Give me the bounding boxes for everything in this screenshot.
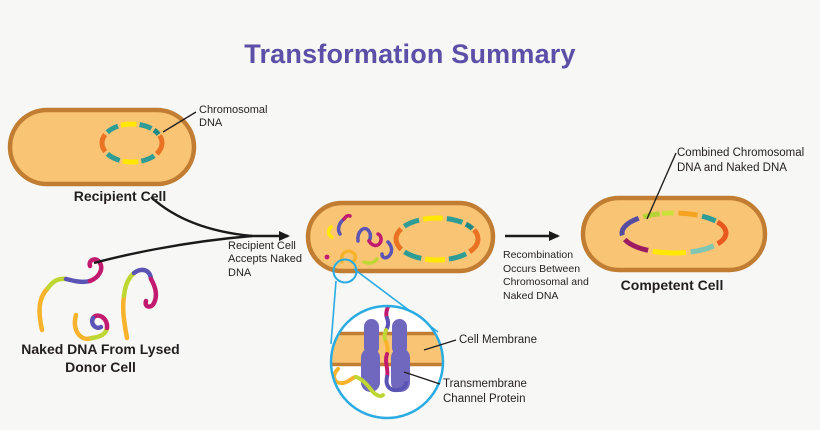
chromosomal-dna-ring-middle	[393, 215, 481, 263]
naked-dna-label-line1: Naked DNA From Lysed	[21, 341, 180, 357]
transmembrane-channel-protein	[361, 319, 410, 392]
cell-membrane-label: Cell Membrane	[459, 334, 537, 346]
step2-caption: Recombination Occurs Between Chromosomal…	[503, 249, 589, 302]
arrow-from-recipient-cell	[150, 196, 253, 238]
naked-dna-label: Naked DNA From Lysed Donor Cell	[18, 341, 183, 376]
dna-inside-cell	[332, 367, 385, 398]
transmembrane-pointer	[403, 371, 441, 385]
recipient-cell-label: Recipient Cell	[73, 188, 167, 204]
combined-dna-label: Combined Chromosomal DNA and Naked DNA	[677, 147, 805, 174]
transmembrane-label: Transmembrane Channel Protein	[443, 378, 527, 405]
naked-dna-label-line2: Donor Cell	[65, 358, 136, 375]
competent-cell-label: Competent Cell	[620, 277, 724, 293]
combined-dna-pointer	[646, 152, 677, 220]
step1-caption: Recipient Cell Accepts Naked DNA	[228, 240, 302, 279]
magnifier-source-circle	[332, 258, 358, 284]
naked-dna-fragments	[37, 257, 159, 342]
combined-dna-ring	[619, 210, 729, 256]
converging-arrows	[93, 196, 290, 265]
magnifier-lens-ring	[329, 304, 445, 420]
page-title: Transformation Summary	[244, 39, 576, 69]
chromosomal-dna-pointer	[162, 111, 197, 133]
pointer-lines	[162, 111, 677, 385]
magnified-membrane-view	[332, 307, 442, 398]
arrow-from-naked-dna	[93, 234, 253, 265]
transforming-cell-shape	[305, 200, 496, 274]
dna-entering-channel	[382, 307, 408, 393]
chromosomal-dna-ring	[99, 121, 165, 165]
competent-cell-shape	[580, 195, 768, 273]
absorbed-dna-fragments	[324, 213, 394, 265]
cell-membrane-pointer	[423, 339, 457, 351]
magnifier-callout	[329, 258, 445, 420]
chromosomal-dna-label: Chromosomal DNA	[199, 104, 268, 130]
